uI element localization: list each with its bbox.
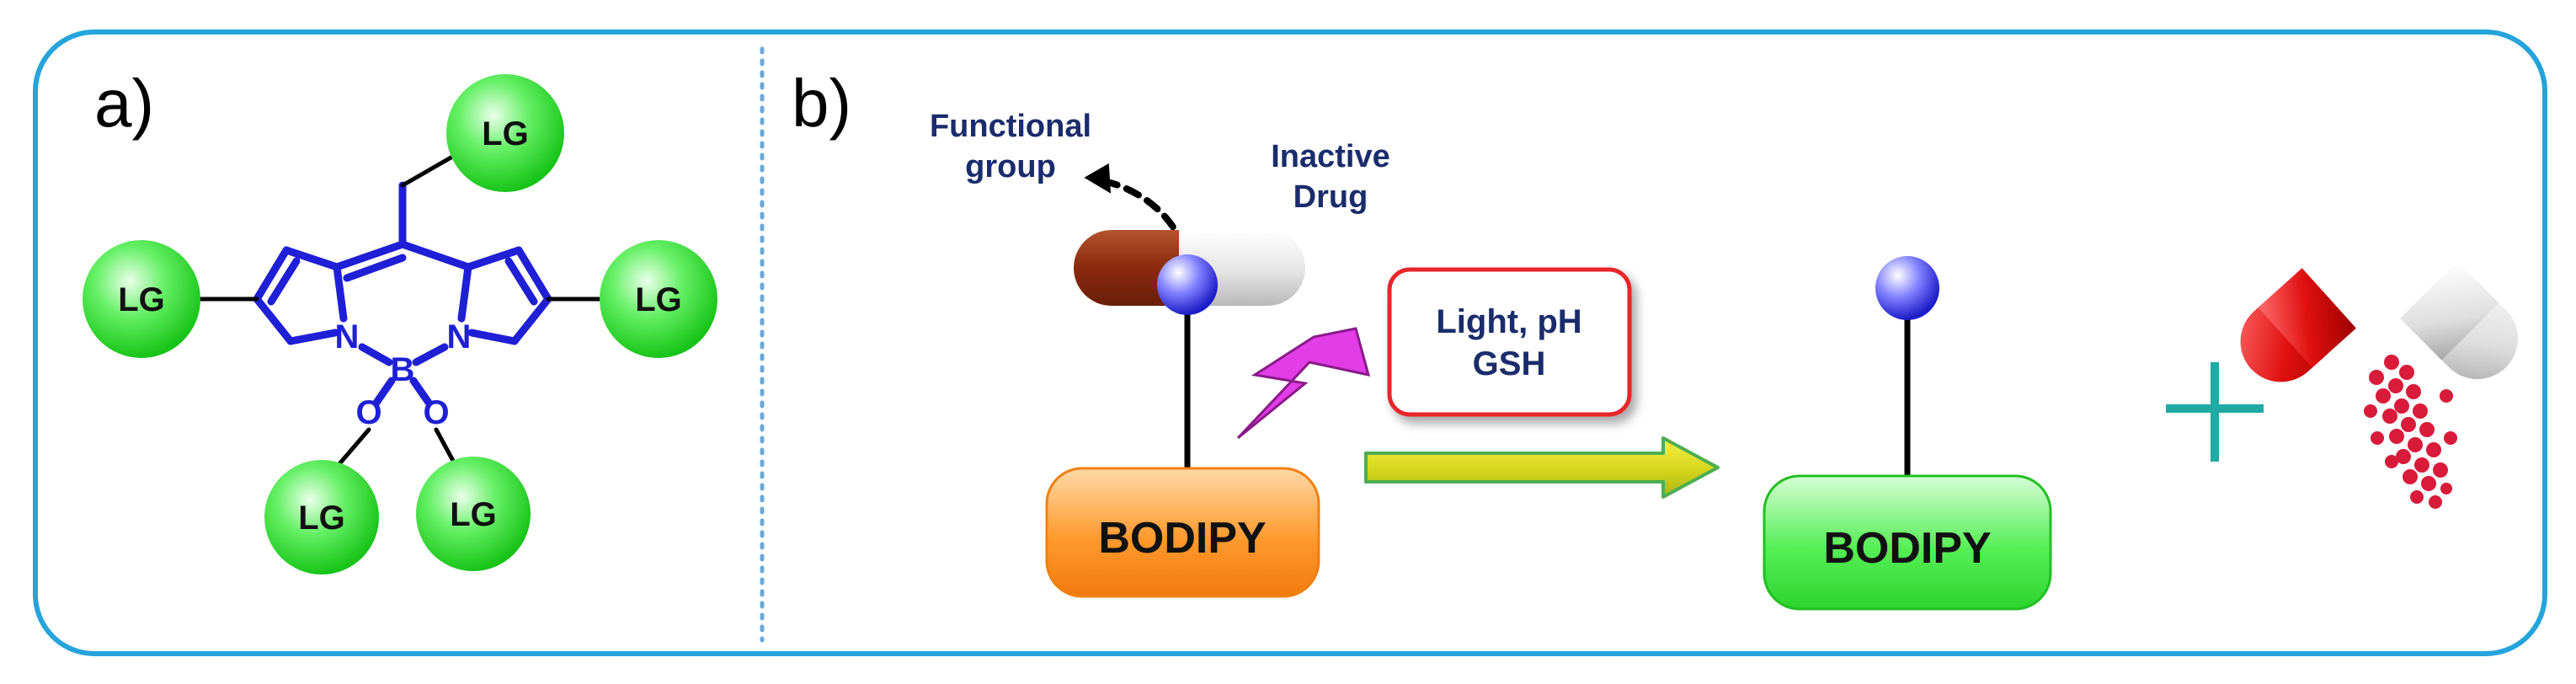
atom-o-right: O [423,394,449,431]
structure-atom-labels: N N B O O [335,318,472,431]
leaving-group-bottom-left: LG [264,460,379,574]
svg-text:LG: LG [635,281,682,318]
released-drug-capsule-icon [2240,261,2518,509]
trigger-line-1: Light, pH [1436,303,1581,340]
reaction-arrow [1364,436,1720,499]
trigger-line-2: GSH [1473,345,1546,382]
leaving-group-bottom-right: LG [416,457,531,571]
svg-text:BODIPY: BODIPY [1823,524,1991,573]
functional-group-label: Functional group [930,109,1091,184]
bodipy-core-structure [253,143,552,407]
trigger-box: Light, pH GSH [1387,267,1632,417]
attachment-ball-after [1875,256,1939,320]
svg-text:group: group [965,149,1056,184]
lightning-icon [1236,327,1371,440]
bodipy-box-after: BODIPY [1763,474,2052,611]
svg-text:Drug: Drug [1293,179,1368,215]
svg-text:LG: LG [482,115,529,152]
svg-text:BODIPY: BODIPY [1098,514,1266,563]
atom-boron: B [391,351,415,388]
atom-n-right: N [447,318,472,355]
svg-text:LG: LG [118,281,165,318]
leaving-group-left: LG [83,240,200,358]
leaving-group-top: LG [446,74,564,192]
atom-o-left: O [355,394,381,431]
svg-text:LG: LG [298,500,345,537]
svg-text:LG: LG [450,496,497,533]
attachment-ball-before [1157,254,1218,315]
drug-granules [2364,355,2457,509]
inactive-drug-label: Inactive Drug [1271,139,1390,215]
svg-text:Inactive: Inactive [1271,139,1390,174]
bodipy-box-before: BODIPY [1045,467,1320,598]
leaving-group-right: LG [600,240,717,358]
panel-a-label: a) [94,66,154,141]
svg-text:Functional: Functional [930,109,1091,144]
atom-n-left: N [335,318,360,355]
plus-icon [2166,362,2264,462]
panel-b-label: b) [792,66,851,141]
